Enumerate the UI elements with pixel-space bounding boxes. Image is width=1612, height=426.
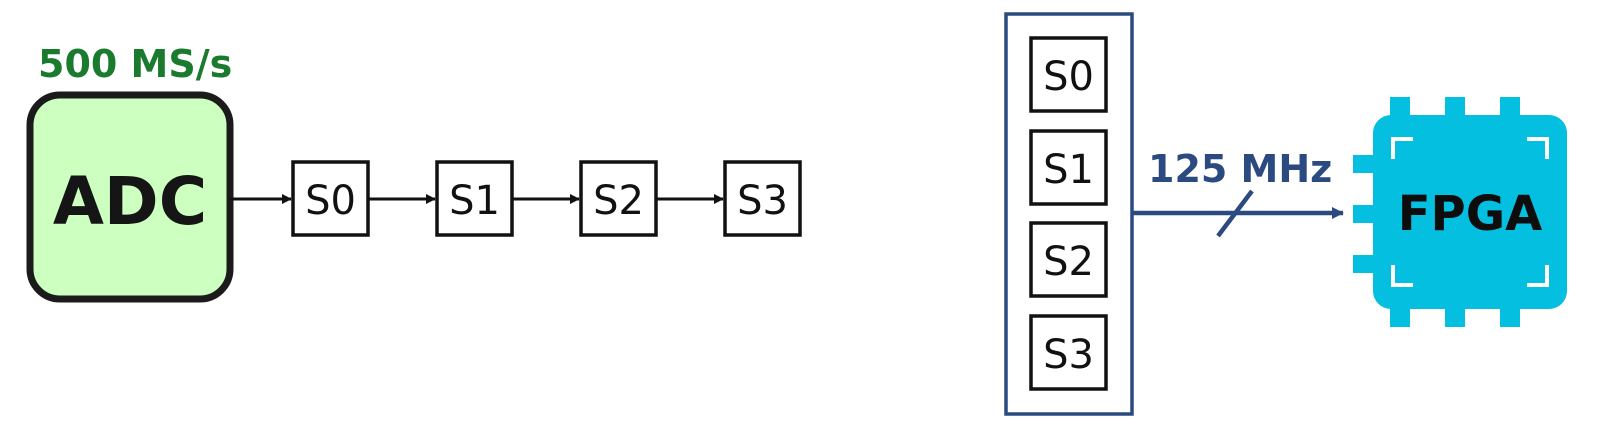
serial-sample-label: S2	[593, 178, 644, 224]
parallel-sample-label: S0	[1043, 54, 1094, 100]
serial-sample-label: S1	[449, 178, 500, 224]
serial-sample-label: S3	[737, 178, 788, 224]
adc-label: ADC	[53, 163, 207, 240]
fpga-chip: FPGA	[1353, 97, 1567, 327]
fpga-label: FPGA	[1398, 186, 1543, 242]
bus-clock-label: 125 MHz	[1148, 147, 1332, 191]
parallel-sample-box	[1029, 36, 1108, 113]
fpga-body	[1373, 115, 1567, 309]
parallel-sample-label: S1	[1043, 147, 1094, 193]
adc-rate-label: 500 MS/s	[38, 42, 232, 86]
parallel-sample-box	[1029, 314, 1108, 391]
parallel-sample-label: S3	[1043, 332, 1094, 378]
fpga-corner-marks	[1391, 137, 1549, 287]
bus-width-slash	[1216, 189, 1254, 238]
parallel-sample-box	[1029, 221, 1108, 298]
adc-block	[26, 91, 234, 303]
parallel-sample-label: S2	[1043, 239, 1094, 285]
serial-sample-box	[723, 160, 802, 237]
serial-sample-label: S0	[305, 178, 356, 224]
serial-sample-box	[291, 160, 370, 237]
parallel-sample-box	[1029, 129, 1108, 206]
